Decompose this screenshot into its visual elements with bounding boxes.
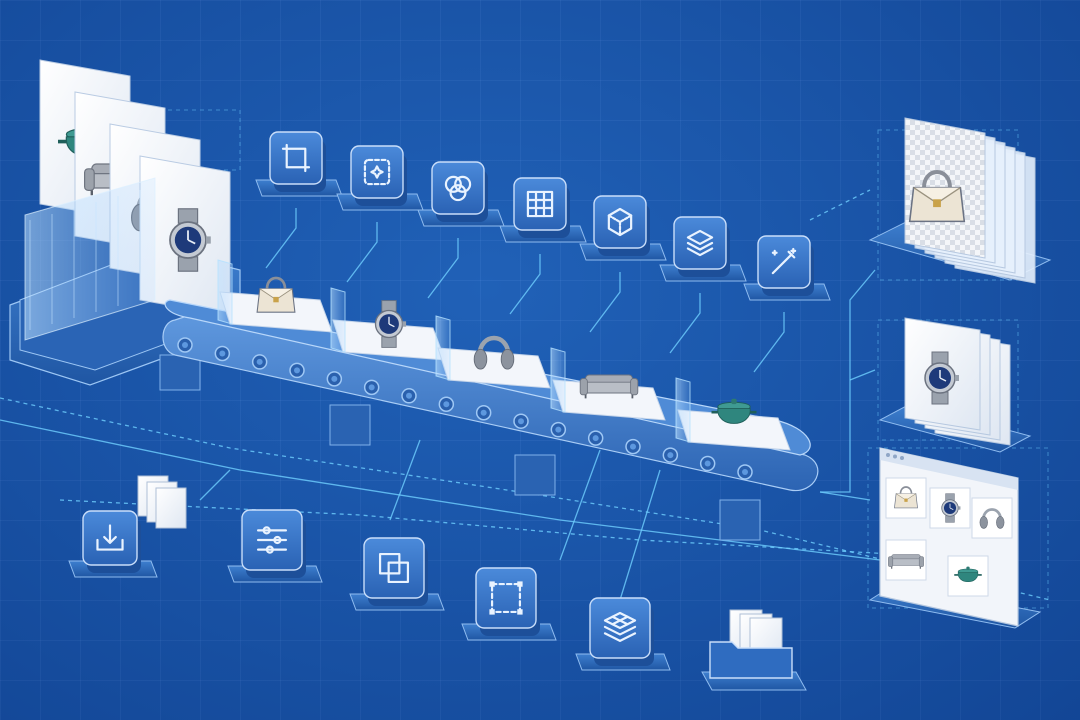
belt-product-card[interactable] (436, 316, 550, 388)
belt-to-output-line (820, 492, 870, 500)
scan-gate (218, 260, 232, 324)
bottom-tool-tile[interactable] (228, 510, 322, 582)
bottom-tool-tile[interactable] (350, 538, 444, 610)
output-catalog-window[interactable] (870, 448, 1040, 628)
belt-roller-hub (219, 350, 225, 356)
bottom-tool-tile[interactable] (462, 568, 556, 640)
sliders-icon (258, 527, 286, 552)
tool-to-belt-line (590, 272, 620, 332)
belt-roller-hub (667, 452, 673, 458)
scan-gate (331, 288, 345, 352)
belt-product-card[interactable] (676, 378, 790, 450)
top-tool-tile[interactable] (500, 178, 586, 242)
belt-roller-hub (742, 469, 748, 475)
scan-gate (436, 316, 450, 380)
bottom-tool-tile[interactable] (576, 598, 670, 670)
tool-to-belt-line (266, 208, 296, 268)
scan-gate (676, 378, 690, 442)
output-transparent-stack[interactable] (870, 118, 1050, 283)
catalog-cell[interactable] (948, 556, 988, 596)
belt-roller-hub (518, 418, 524, 424)
top-tool-tile[interactable] (660, 217, 746, 281)
scan-gate (551, 348, 565, 412)
bottom-tool-tile[interactable] (69, 476, 186, 577)
belt-roller-hub (630, 444, 636, 450)
belt-to-output-line (850, 370, 875, 380)
handbag-icon (257, 278, 295, 312)
import-photo (156, 488, 186, 528)
top-tool-tile[interactable] (744, 236, 830, 300)
belt-roller-hub (481, 410, 487, 416)
belt-product-card[interactable] (551, 348, 665, 420)
belt-roller-hub (257, 359, 263, 365)
catalog-cell[interactable] (972, 498, 1012, 538)
output-panels (870, 118, 1050, 628)
catalog-cell[interactable] (886, 540, 926, 580)
tool-to-belt-line (428, 238, 458, 298)
belt-product-card[interactable] (331, 288, 445, 360)
belt-body (163, 315, 818, 491)
belt-roller-hub (593, 435, 599, 441)
tool-to-belt-line (754, 312, 784, 372)
belt-roller-hub (705, 461, 711, 467)
top-tool-tile[interactable] (580, 196, 666, 260)
catalog-cell[interactable] (886, 478, 926, 518)
top-tool-row (256, 132, 830, 300)
tool-to-belt-line (670, 293, 700, 353)
belt-roller-hub (294, 367, 300, 373)
window-dot (900, 456, 904, 460)
belt-roller-hub (182, 342, 188, 348)
top-tool-tile[interactable] (256, 132, 342, 196)
bottom-tool-row (69, 476, 806, 690)
top-tool-tile[interactable] (337, 146, 423, 210)
belt-roller-hub (406, 393, 412, 399)
folder-icon (710, 642, 792, 678)
output-watch-stack[interactable] (880, 318, 1030, 452)
catalog-cell[interactable] (930, 488, 970, 528)
belt-roller-hub (331, 376, 337, 382)
belt-roller-hub (555, 427, 561, 433)
belt-roller-hub (369, 384, 375, 390)
belt-roller-hub (443, 401, 449, 407)
top-tool-tile[interactable] (418, 162, 504, 226)
output-frame-line (810, 190, 870, 220)
tool-to-belt-line (347, 222, 377, 282)
workflow-guide-line (60, 500, 1000, 560)
window-dot (886, 453, 890, 457)
bottom-tool-tile[interactable] (702, 610, 806, 690)
window-dot (893, 455, 897, 459)
tool-to-belt-line (510, 254, 540, 314)
belt-to-output-line (820, 270, 875, 492)
conveyor-belt (160, 260, 818, 540)
